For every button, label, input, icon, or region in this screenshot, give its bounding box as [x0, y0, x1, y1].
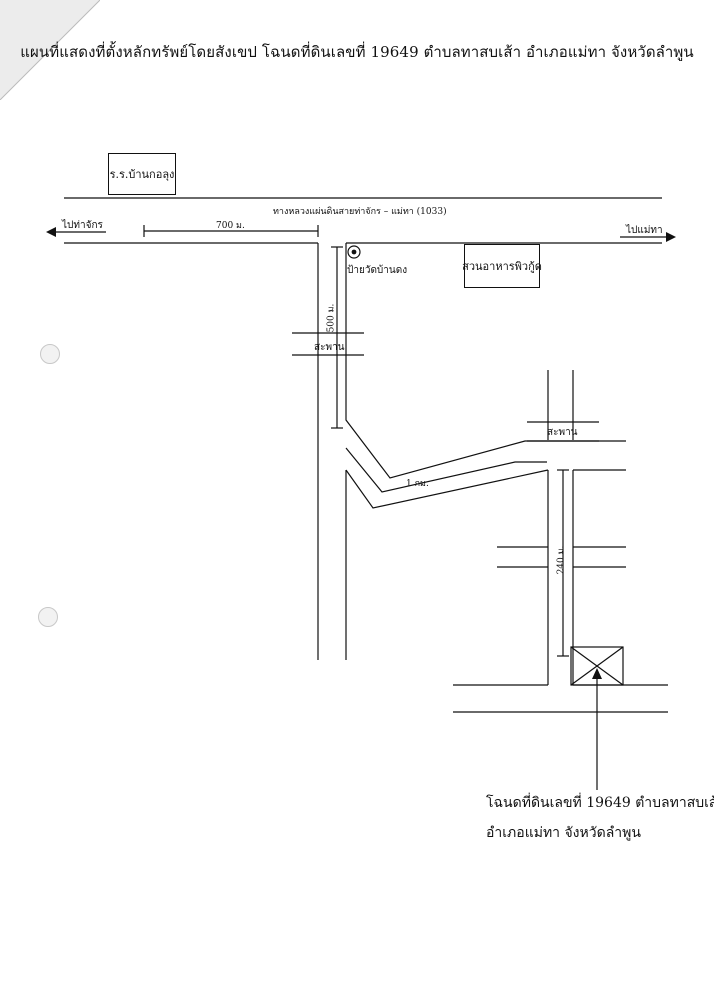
bridge-1-label: สะพาน: [314, 342, 345, 353]
to-mae-tha-label: ไปแม่ทา: [626, 225, 663, 236]
side-road-right-edge-lower: [345, 447, 547, 493]
distance-500m-label: 500 ม.: [326, 303, 337, 333]
deed-label-line-1: โฉนดที่ดินเลขที่ 19649 ตำบลทาสบเส้า: [486, 795, 714, 811]
highway-label: ทางหลวงแผ่นดินสายท่าจักร – แม่ทา (1033): [273, 207, 447, 217]
distance-240m-label: 240 ม.: [556, 545, 567, 575]
restaurant-box: สวนอาหารพิวกู้ด: [462, 244, 542, 288]
punch-hole-top: [40, 344, 60, 364]
bridge-2-label: สะพาน: [547, 427, 578, 438]
deed-label-line-2: อำเภอแม่ทา จังหวัดลำพูน: [486, 825, 641, 841]
distance-700m-label: 700 ม.: [216, 221, 245, 231]
bus-stop-label: ป้ายวัดบ้านดง: [347, 265, 408, 276]
distance-1km-label: 1 กม.: [406, 479, 429, 489]
punch-hole-bottom: [38, 607, 58, 627]
side-road-left-edge-lower: [345, 469, 549, 509]
school-box: ร.ร.บ้านกอลุง: [108, 153, 176, 195]
map-title: แผนที่แสดงที่ตั้งหลักทรัพย์โดยสังเขป โฉน…: [20, 43, 694, 61]
to-tha-chak-label: ไปท่าจักร: [62, 220, 103, 231]
bus-stop-symbol: [347, 245, 361, 259]
folded-page-corner: [0, 0, 100, 100]
